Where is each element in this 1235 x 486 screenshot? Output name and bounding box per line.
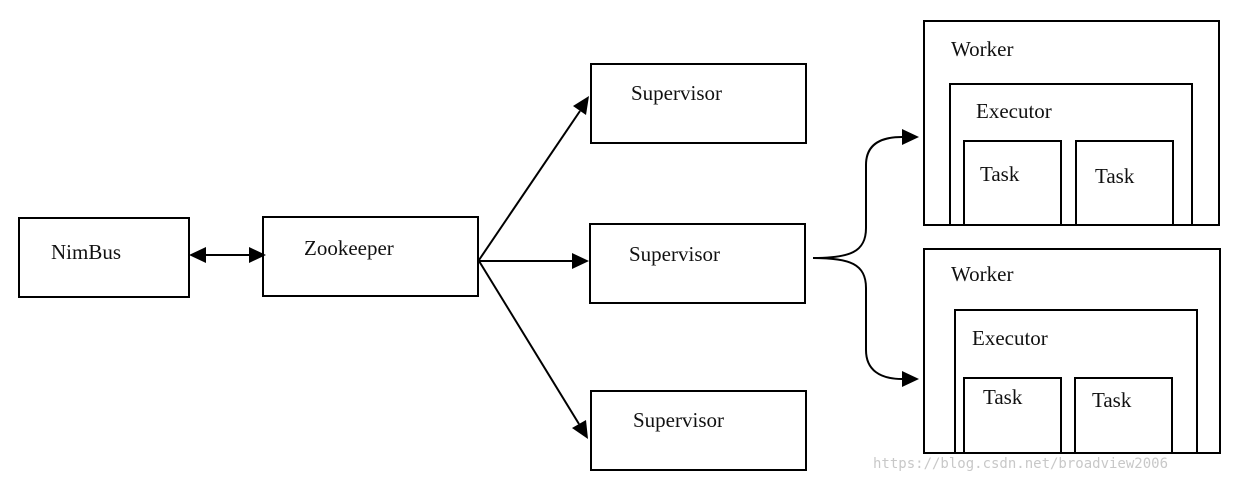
task-bottom-2-box xyxy=(1074,377,1173,454)
watermark-url: https://blog.csdn.net/broadview2006 xyxy=(873,456,1169,472)
supervisor-mid-box xyxy=(589,223,806,304)
supervisor-bottom-box xyxy=(590,390,807,471)
arrowhead-right xyxy=(249,247,266,263)
zookeeper-supervisor-mid-arrow xyxy=(479,253,589,269)
zookeeper-supervisor-top-arrow xyxy=(478,96,589,261)
zookeeper-supervisor-bottom-arrow xyxy=(478,260,588,439)
worker-bottom-node: Worker Executor Task Task xyxy=(923,248,1221,454)
worker-top-node: Worker Executor Task Task xyxy=(923,20,1220,226)
arrowhead-left xyxy=(189,247,206,263)
nimbus-box xyxy=(18,217,190,298)
nimbus-label: NimBus xyxy=(51,240,121,264)
brace-upper-path xyxy=(812,136,903,259)
zookeeper-supervisor-bottom-line xyxy=(478,260,580,425)
task-top-2-label: Task xyxy=(1095,164,1135,188)
worker-bottom-label: Worker xyxy=(951,262,1013,286)
supervisor-top-label: Supervisor xyxy=(631,81,722,105)
task-bottom-2-label: Task xyxy=(1092,388,1132,412)
supervisor-top-box xyxy=(590,63,807,144)
arrowhead-supervisor-top xyxy=(573,96,589,115)
executor-top-label: Executor xyxy=(976,99,1052,123)
task-bottom-1-box xyxy=(963,377,1062,454)
zookeeper-node: Zookeeper xyxy=(262,216,479,297)
zookeeper-label: Zookeeper xyxy=(304,236,394,260)
arrowhead-supervisor-bottom xyxy=(572,420,588,439)
arrowhead-worker-bottom xyxy=(902,371,919,387)
task-top-2-box xyxy=(1075,140,1174,226)
arrowhead-worker-top xyxy=(902,129,919,145)
supervisor-top-node: Supervisor xyxy=(590,63,807,144)
supervisor-bottom-node: Supervisor xyxy=(590,390,807,471)
zookeeper-supervisor-top-line xyxy=(478,110,581,261)
supervisor-mid-node: Supervisor xyxy=(589,223,806,304)
arrowhead-supervisor-mid xyxy=(572,253,589,269)
supervisor-bottom-label: Supervisor xyxy=(633,408,724,432)
nimbus-zookeeper-arrow xyxy=(189,247,266,263)
executor-bottom-label: Executor xyxy=(972,326,1048,350)
brace-lower-path xyxy=(812,257,903,380)
task-top-1-box xyxy=(963,140,1062,226)
zookeeper-box xyxy=(262,216,479,297)
supervisor-workers-brace-arrow xyxy=(812,129,919,387)
task-top-1-label: Task xyxy=(980,162,1020,186)
nimbus-node: NimBus xyxy=(18,217,190,298)
task-bottom-1-label: Task xyxy=(983,385,1023,409)
supervisor-mid-label: Supervisor xyxy=(629,242,720,266)
worker-top-label: Worker xyxy=(951,37,1013,61)
